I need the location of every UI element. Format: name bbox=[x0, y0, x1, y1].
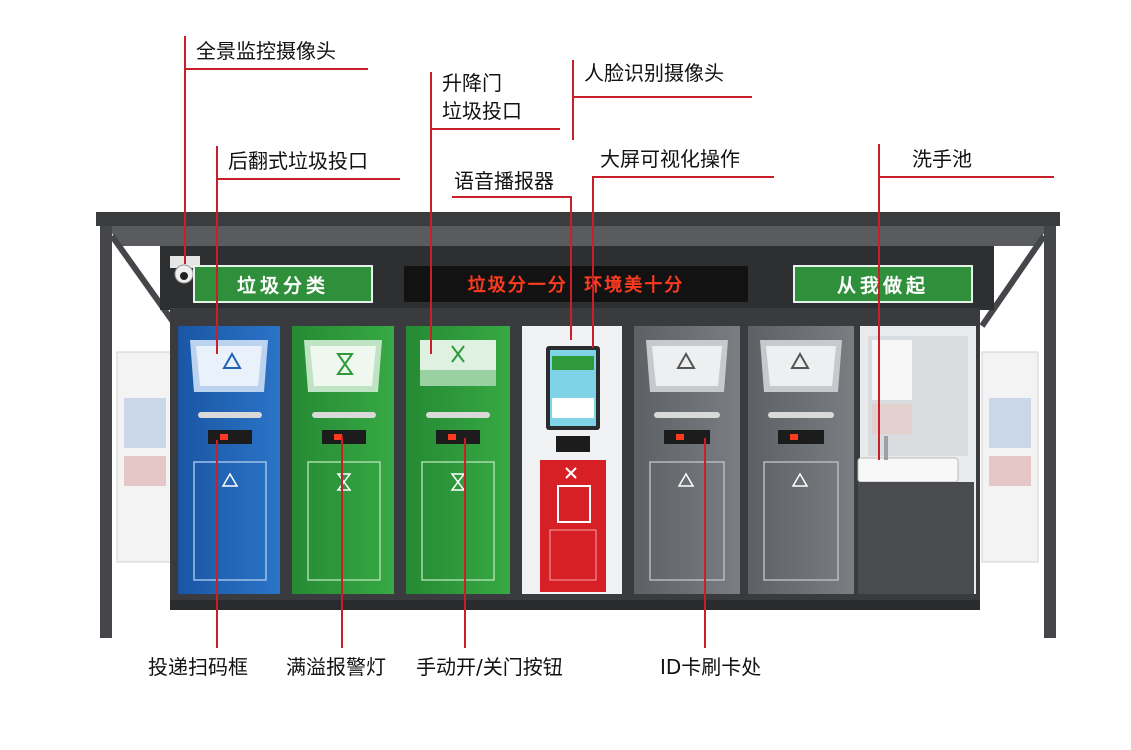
hazardous-bin bbox=[540, 460, 606, 592]
callout-voice-broadcaster: 语音播报器 bbox=[454, 169, 554, 193]
leader-voice-v bbox=[570, 196, 572, 340]
leader-rear-flip bbox=[216, 146, 218, 354]
leader-scan-frame bbox=[216, 440, 218, 648]
leader-manual-button bbox=[464, 438, 466, 648]
banner-right-bg bbox=[793, 265, 973, 303]
callout-overflow-alarm: 满溢报警灯 bbox=[286, 655, 386, 679]
leader-id-card bbox=[704, 438, 706, 648]
leader-face-camera-h bbox=[572, 96, 752, 98]
left-brace bbox=[109, 234, 179, 328]
banner-left-bg bbox=[193, 265, 373, 303]
leader-sink bbox=[878, 176, 1054, 178]
callout-rear-flip-inlet: 后翻式垃圾投口 bbox=[228, 149, 368, 173]
callout-scan-frame: 投递扫码框 bbox=[148, 655, 248, 679]
roof-underside bbox=[106, 226, 1050, 246]
leader-voice bbox=[452, 196, 570, 198]
recycle-icon bbox=[222, 351, 242, 369]
leader-sink-v bbox=[878, 144, 880, 460]
leader-lift-door bbox=[430, 72, 432, 354]
callout-id-card-reader: ID卡刷卡处 bbox=[660, 655, 762, 679]
banner-center: 垃圾分一分 环境美十分 bbox=[467, 275, 685, 296]
sink-icon bbox=[857, 457, 959, 483]
leader-rear-flip-h bbox=[216, 178, 400, 180]
right-post bbox=[1044, 226, 1056, 638]
callout-lift-door-line2: 垃圾投口 bbox=[442, 99, 522, 123]
callout-lift-door-line1: 升降门 bbox=[442, 71, 502, 95]
callout-panorama-camera: 全景监控摄像头 bbox=[196, 39, 336, 63]
callout-face-camera: 人脸识别摄像头 bbox=[584, 61, 724, 85]
banner-right: 从我做起 bbox=[836, 274, 929, 297]
roof bbox=[96, 212, 1060, 226]
leader-overflow-alarm bbox=[341, 436, 343, 648]
banner-center-bg bbox=[404, 266, 748, 302]
right-brace bbox=[979, 234, 1047, 328]
leader-panorama-camera-h bbox=[184, 68, 368, 70]
leader-big-screen bbox=[592, 176, 774, 178]
callout-hand-sink: 洗手池 bbox=[912, 147, 972, 171]
callout-big-screen: 大屏可视化操作 bbox=[600, 147, 740, 171]
callout-manual-door-button: 手动开/关门按钮 bbox=[416, 655, 563, 679]
leader-panorama-camera bbox=[184, 36, 186, 264]
leader-face-camera bbox=[572, 60, 574, 140]
leader-lift-door-h bbox=[430, 128, 560, 130]
leader-big-screen-v bbox=[592, 176, 594, 348]
banner-left: 垃圾分类 bbox=[236, 274, 329, 297]
left-post bbox=[100, 226, 112, 638]
